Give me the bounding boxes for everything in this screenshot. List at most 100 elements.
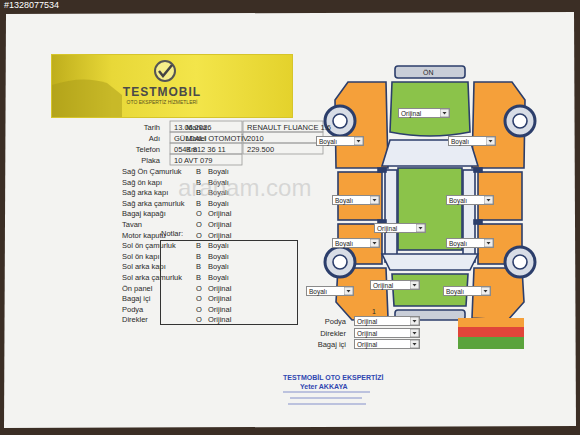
form-text: 10 AVT 079 xyxy=(174,157,213,165)
choice-value: Orijinal xyxy=(377,226,397,233)
arrow-head xyxy=(373,242,377,245)
choice-box: Boyalı xyxy=(316,136,364,146)
dropdown-arrow xyxy=(440,109,449,117)
choice-value: Boyalı xyxy=(309,289,327,296)
form-text: ÖN xyxy=(423,69,434,76)
form-text: GÜLDALI OTOMOTİV xyxy=(174,135,248,143)
form-text: Orijinal xyxy=(208,210,231,218)
choice-value: Boyalı xyxy=(319,139,337,146)
form-text: Sağ arka kapı xyxy=(122,189,168,197)
dropdown-arrow xyxy=(481,287,490,295)
arrow-button xyxy=(370,239,379,247)
choice-value: Boyalı xyxy=(451,139,469,146)
watermark: arabam.com xyxy=(178,176,311,200)
banner-photo xyxy=(52,79,122,117)
choice-value: Orijinal xyxy=(401,111,421,118)
form-text: O xyxy=(196,316,202,324)
choice-value: Orijinal xyxy=(357,319,377,326)
form-text: Sol arka çamurluk xyxy=(122,274,182,282)
form-text: O xyxy=(196,295,202,303)
color-key xyxy=(458,318,524,349)
choice-value: Boyalı xyxy=(446,289,464,296)
form-text: Tavan xyxy=(122,221,142,229)
dropdown-arrow xyxy=(410,340,419,348)
arrow-button xyxy=(410,340,419,348)
arrow-button xyxy=(354,137,363,145)
form-text: Ön panel xyxy=(122,285,152,293)
choice-box: Orijinal xyxy=(354,316,420,326)
choice-value: Orijinal xyxy=(373,283,393,290)
brand-name: TESTMOBIL xyxy=(42,86,282,98)
choice-box: Orijinal xyxy=(354,328,420,338)
form-text: Podya xyxy=(325,318,346,326)
form-text: O xyxy=(196,210,202,218)
form-text: Boyalı xyxy=(208,242,229,250)
form-text: Boyalı xyxy=(208,253,229,261)
form-text: Km xyxy=(186,146,197,154)
choice-box: Orijinal xyxy=(374,223,426,233)
arrow-button xyxy=(410,329,419,337)
choice-box: Boyalı xyxy=(306,286,354,296)
arrow-button xyxy=(410,317,419,325)
dropdown-arrow xyxy=(410,281,419,289)
form-text: Motor kaputu xyxy=(122,232,166,240)
form-text: Sağ ön kapı xyxy=(122,179,162,187)
arrow-button xyxy=(370,196,379,204)
dropdown-arrow xyxy=(370,196,379,204)
form-text: Adı xyxy=(149,135,160,143)
form-text: Boyalı xyxy=(208,274,229,282)
arrow-head xyxy=(419,227,423,230)
logo-banner: TESTMOBILOTO EKSPERTİZ HİZMETLERİ xyxy=(52,55,292,117)
choice-value: Boyalı xyxy=(449,198,467,205)
form-text: TESTMOBİL OTO EKSPERTİZİ xyxy=(283,374,383,381)
paper-sheet xyxy=(4,12,576,428)
arrow-head xyxy=(487,242,491,245)
form-text: O xyxy=(196,232,202,240)
arrow-button xyxy=(484,196,493,204)
form-text: 0543 812 36 11 xyxy=(174,146,226,154)
arrow-button xyxy=(481,287,490,295)
form-text: Yeter AKKAYA xyxy=(300,383,347,390)
arrow-head xyxy=(487,199,491,202)
form-text: RENAULT FLUANCE 1.6 xyxy=(247,124,331,132)
form-text: Direkler xyxy=(122,316,148,324)
arrow-button xyxy=(440,109,449,117)
form-text: 2010 xyxy=(247,135,264,143)
dropdown-arrow xyxy=(370,239,379,247)
form-text: B xyxy=(196,168,201,176)
arrow-head xyxy=(357,140,361,143)
arrow-head xyxy=(484,290,488,293)
form-text: Telefon xyxy=(136,146,160,154)
choice-value: Orijinal xyxy=(357,342,377,349)
form-text: Sağ Ön Çamurluk xyxy=(122,168,182,176)
arrow-button xyxy=(486,137,495,145)
form-text: Boyalı xyxy=(208,263,229,271)
form-text: O xyxy=(196,306,202,314)
form-text: B xyxy=(196,200,201,208)
form-text: Podya xyxy=(122,306,143,314)
arrow-head xyxy=(413,320,417,323)
dropdown-arrow xyxy=(410,329,419,337)
choice-box: Boyalı xyxy=(443,286,491,296)
form-text: Boyalı xyxy=(208,168,229,176)
form-text: 1 xyxy=(372,308,376,315)
dropdown-arrow xyxy=(354,137,363,145)
dropdown-arrow xyxy=(484,239,493,247)
form-text: Plaka xyxy=(141,157,160,165)
arrow-button xyxy=(344,287,353,295)
form-text: Bagaj içi xyxy=(318,341,346,349)
form-text: B xyxy=(196,242,201,250)
form-text: B xyxy=(196,263,201,271)
form-text: O xyxy=(196,285,202,293)
choice-box: Orijinal xyxy=(354,339,420,349)
dropdown-arrow xyxy=(410,317,419,325)
form-text: Bagaj kapağı xyxy=(122,210,166,218)
choice-box: Orijinal xyxy=(370,280,420,290)
form-text: Sol ön kapı xyxy=(122,253,160,261)
form-text: Bagaj içi xyxy=(122,295,150,303)
choice-value: Boyalı xyxy=(335,241,353,248)
arrow-head xyxy=(373,199,377,202)
stamp-lines xyxy=(283,392,370,404)
